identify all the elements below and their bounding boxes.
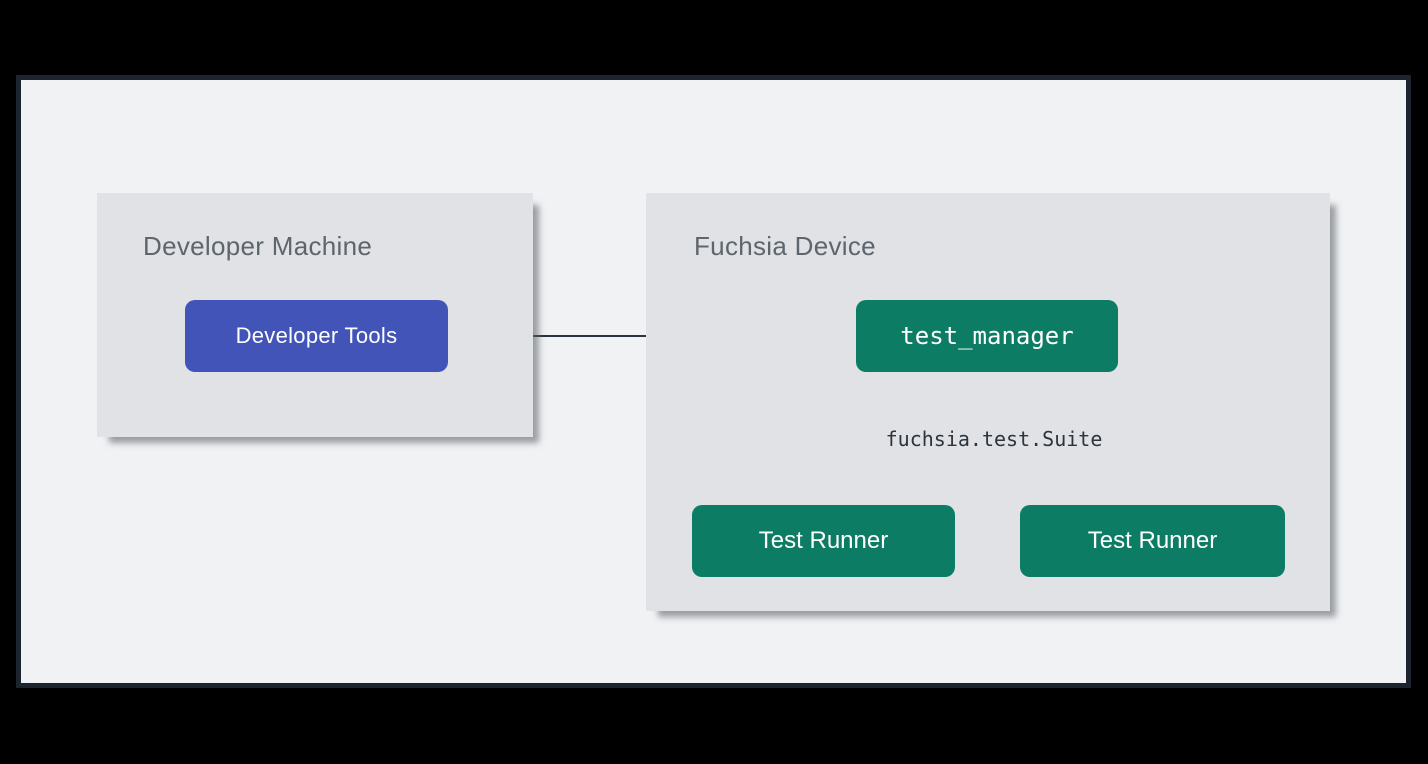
developer-machine-title: Developer Machine (143, 231, 373, 261)
fuchsia-test-suite-label: fuchsia.test.Suite (885, 427, 1103, 451)
test-runner-right-node: Test Runner (1020, 505, 1285, 577)
fuchsia-device-panel: Fuchsia Device test_manager Test Runner … (646, 193, 1330, 611)
diagram-canvas: Developer Machine Developer Tools Fuchsi… (16, 75, 1411, 688)
developer-machine-panel: Developer Machine Developer Tools (97, 193, 533, 437)
fuchsia-device-title: Fuchsia Device (694, 231, 876, 261)
test-runner-left-node: Test Runner (692, 505, 955, 577)
test-manager-node: test_manager (856, 300, 1118, 372)
developer-tools-node: Developer Tools (185, 300, 448, 372)
